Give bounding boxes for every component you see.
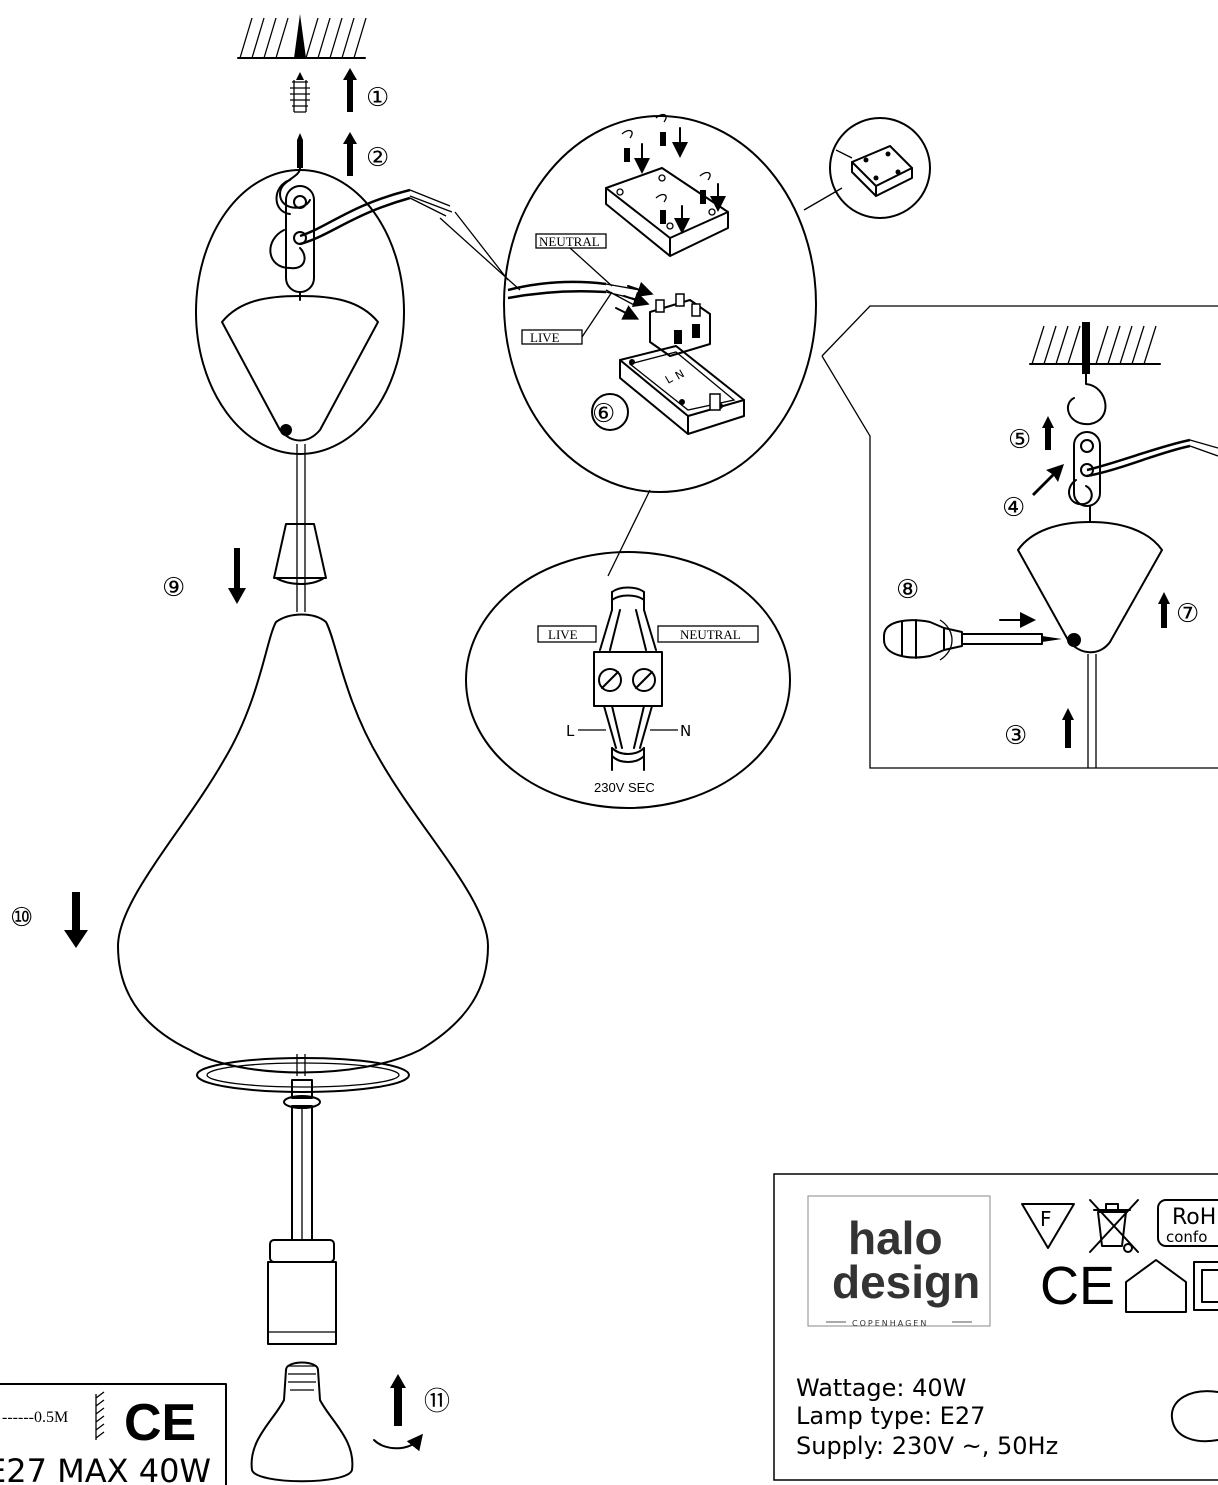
class-ii-icon <box>1193 1261 1218 1311</box>
wiring-diagram-oval <box>465 551 791 809</box>
up-arrow-7 <box>1158 592 1170 628</box>
wiring-schematic <box>578 586 678 771</box>
canopy-cone <box>221 295 379 442</box>
hook-screw-icon <box>279 133 311 209</box>
wiring-sec-label: 230V SEC <box>594 780 655 795</box>
up-arrow-11 <box>373 1374 424 1452</box>
box-closeup <box>835 145 913 197</box>
neutral-tag: NEUTRAL <box>535 233 613 287</box>
wiring-live-tag: LIVE <box>537 625 597 643</box>
step-5: ⑤ <box>1008 425 1031 455</box>
rating-label <box>0 1383 227 1485</box>
ceiling-hatch-right <box>1029 322 1161 426</box>
wiring-l-label: L <box>566 722 575 740</box>
distance-label: ------0.5M <box>2 1409 68 1426</box>
indoor-use-icon <box>1125 1259 1187 1313</box>
spec-lamp-type: Lamp type: E27 <box>796 1402 985 1430</box>
brand-logo <box>807 1195 991 1327</box>
lamp-holder <box>267 1054 337 1345</box>
up-arrow-1 <box>343 68 357 112</box>
step-1: ① <box>366 83 389 113</box>
f-mark-letter: F <box>1040 1207 1052 1231</box>
logo-design: design <box>832 1256 980 1308</box>
step-9: ⑨ <box>162 573 185 603</box>
leader-line <box>803 187 843 211</box>
terminal-base: L N <box>619 345 745 435</box>
svg-text:NEUTRAL: NEUTRAL <box>539 234 600 249</box>
step-10: ⑩ <box>10 903 33 933</box>
canopy-hook-assembly <box>269 179 315 301</box>
spec-panel <box>773 1173 1218 1481</box>
light-bulb-icon <box>250 1361 354 1483</box>
live-tag: LIVE <box>521 291 613 345</box>
svg-text:LIVE: LIVE <box>548 627 578 642</box>
detail-box <box>821 305 1218 769</box>
right-canopy-cone <box>1017 505 1163 768</box>
leader-line <box>439 211 521 291</box>
terminal-n-letter: N <box>673 367 687 382</box>
step-6-circle <box>591 393 629 431</box>
rohs-subtext: confo <box>1166 1228 1207 1246</box>
ce-mark-left: CE <box>124 1394 196 1452</box>
step-2: ② <box>366 143 389 173</box>
rohs-badge <box>1157 1199 1218 1247</box>
svg-text:LIVE: LIVE <box>530 330 560 345</box>
cord-grip <box>273 523 327 585</box>
step-4: ④ <box>1002 493 1025 523</box>
screws-arrows <box>621 113 726 234</box>
down-arrow-10 <box>64 892 88 948</box>
up-arrow-2 <box>343 132 357 176</box>
bulb-outline-icon <box>1170 1390 1218 1443</box>
step-6: ⑥ <box>592 399 615 429</box>
rating-text: E27 MAX 40W <box>0 1452 211 1485</box>
rohs-text: RoH <box>1172 1205 1216 1230</box>
step-7: ⑦ <box>1176 599 1199 629</box>
terminal-block <box>649 293 711 357</box>
leader-line <box>607 489 651 577</box>
spec-wattage: Wattage: 40W <box>796 1374 966 1402</box>
right-hook-assembly <box>1068 431 1218 507</box>
up-arrow-5 <box>1042 416 1054 450</box>
step-8: ⑧ <box>896 575 919 605</box>
ce-mark-panel: CE <box>1040 1256 1115 1316</box>
down-arrow-9 <box>228 548 246 604</box>
weee-bin-icon <box>1089 1199 1139 1253</box>
canopy-detail-oval <box>195 169 405 455</box>
logo-city: COPENHAGEN <box>852 1319 928 1328</box>
canopy-cable <box>299 188 453 246</box>
screwdriver-icon <box>883 612 1062 661</box>
diag-arrow-4 <box>1032 464 1064 496</box>
up-arrow-3 <box>1062 708 1074 748</box>
step-3: ③ <box>1004 721 1027 751</box>
terminal-box-detail-oval <box>503 115 817 493</box>
wiring-n-label: N <box>680 722 691 740</box>
svg-text:NEUTRAL: NEUTRAL <box>680 627 741 642</box>
ceiling-hatch-top <box>237 14 367 59</box>
spec-supply: Supply: 230V ~, 50Hz <box>796 1432 1058 1460</box>
wall-plug-icon <box>290 72 310 113</box>
box-closeup-circle <box>829 117 931 219</box>
pendant-cord <box>296 444 306 612</box>
f-mark-icon <box>1021 1203 1075 1249</box>
wiring-neutral-tag: NEUTRAL <box>657 625 759 643</box>
pear-shade <box>117 613 489 1093</box>
incoming-wire <box>507 280 654 320</box>
logo-halo: halo <box>848 1212 943 1264</box>
step-11: ⑪ <box>424 1387 450 1417</box>
terminal-box-lid <box>605 167 729 257</box>
